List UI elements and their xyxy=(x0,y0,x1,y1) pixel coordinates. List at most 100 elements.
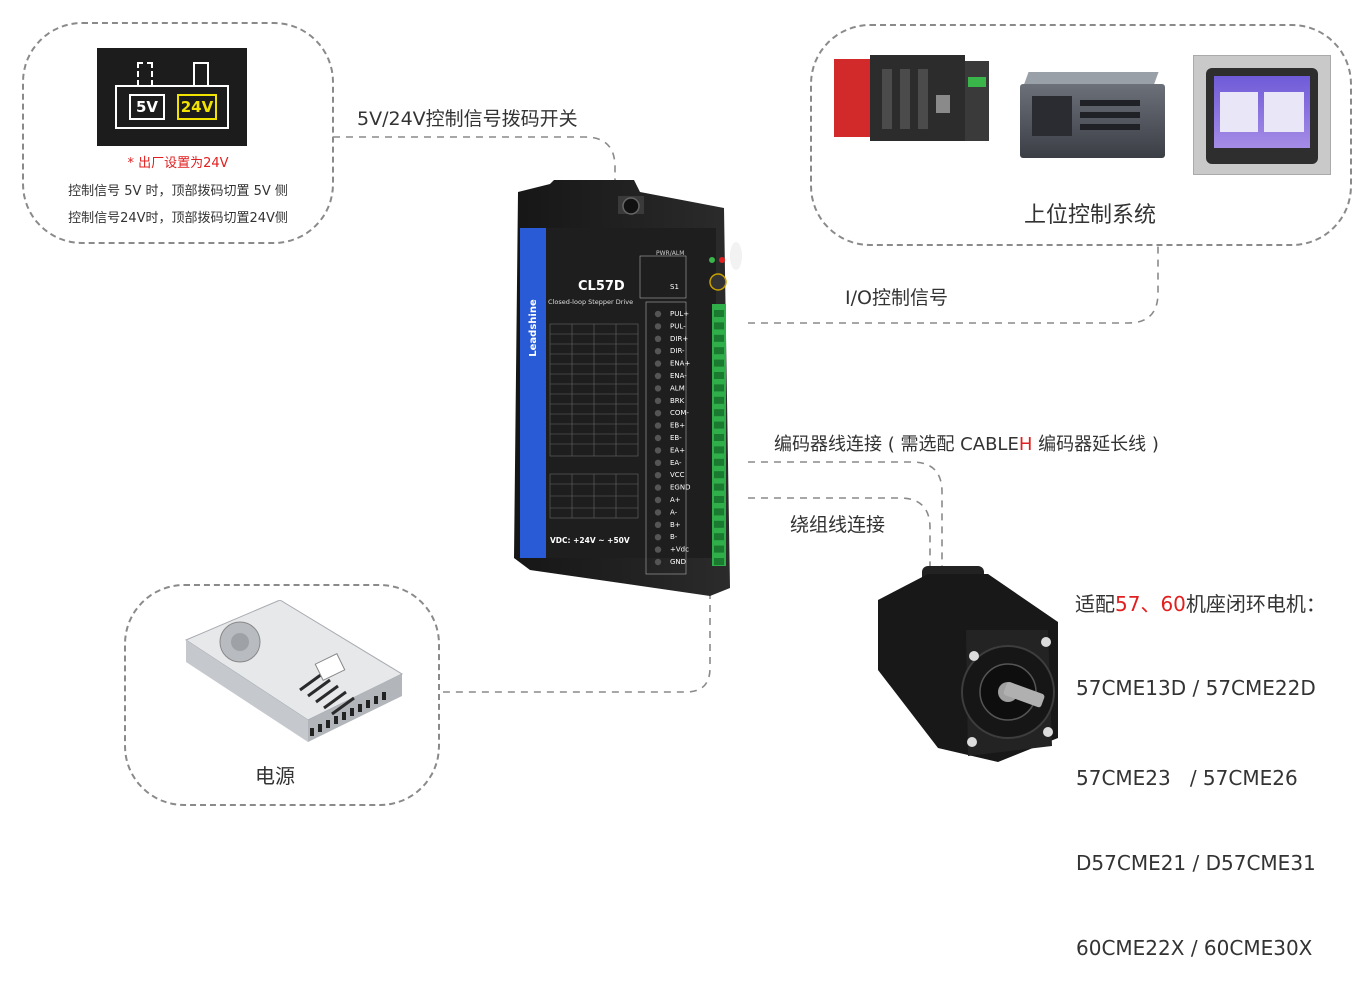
terminal-label: COM- xyxy=(670,409,689,417)
terminal-label: EB- xyxy=(670,434,682,442)
driver-pwr: PWR/ALM xyxy=(656,250,684,257)
note-24v: 控制信号24V时，顶部拨码切置24V侧 xyxy=(68,211,288,226)
terminal-label: EA+ xyxy=(670,446,685,454)
terminal-screw xyxy=(654,360,662,367)
terminal-label: ENA- xyxy=(670,372,687,380)
switch-setting-box xyxy=(22,22,334,244)
terminal-pin xyxy=(714,421,724,429)
power-connector xyxy=(443,592,711,693)
motor-title-60: 60 xyxy=(1160,592,1186,616)
terminal-pin xyxy=(714,533,724,541)
motor-title-prefix: 适配 xyxy=(1075,592,1115,616)
terminal-label: A+ xyxy=(670,496,681,504)
terminal-pin xyxy=(714,396,724,404)
driver-model: CL57D xyxy=(578,279,625,294)
motor-title-sep: 、 xyxy=(1140,592,1161,616)
terminal-screw xyxy=(654,434,662,442)
terminal-pin xyxy=(714,446,724,454)
terminal-pin xyxy=(714,347,724,355)
driver-vdc: VDC: +24V ~ +50V xyxy=(550,536,630,545)
terminal-screw xyxy=(654,484,662,491)
terminal-label: EA- xyxy=(670,459,682,467)
terminal-label: PUL- xyxy=(670,322,686,330)
encoder-connection-label: 编码器线连接 ( 需选配 CABLEH 编码器延长线 ) xyxy=(774,430,1159,456)
terminal-pin xyxy=(714,384,724,392)
motor-model-item: 60CME22X / 60CME30X xyxy=(1076,936,1313,960)
terminal-pin xyxy=(714,496,724,503)
terminal-screw xyxy=(654,323,662,330)
cl57d-driver: Leadshine CL57D Closed-loop Stepper Driv… xyxy=(514,180,742,596)
plc-image xyxy=(834,55,989,150)
encoder-label-suffix: 编码器延长线 ) xyxy=(1032,434,1159,455)
terminal-label: A- xyxy=(670,508,678,516)
driver-blue-stripe xyxy=(520,228,546,558)
hmi-panel-image xyxy=(1193,55,1331,175)
terminal-label: EB+ xyxy=(670,422,685,430)
terminal-label: GND xyxy=(670,558,686,566)
terminal-label: EGND xyxy=(670,484,690,492)
motor-model-item: 57CME23 / 57CME26 xyxy=(1076,766,1298,790)
connector-lines xyxy=(333,136,1159,693)
io-signal-label: I/O控制信号 xyxy=(845,287,948,309)
motor-model-list: 57CME13D / 57CME22D 57CME23 / 57CME26 D5… xyxy=(1076,622,1316,991)
upper-system-box xyxy=(810,24,1352,246)
terminal-screw xyxy=(654,459,662,466)
terminal-label: B- xyxy=(670,533,678,541)
terminal-screw xyxy=(654,385,662,392)
terminal-pin xyxy=(714,471,724,479)
io-connector xyxy=(748,245,1159,324)
terminal-pin xyxy=(714,520,724,528)
switch-5v-toggle-icon xyxy=(137,62,153,86)
motor-fit-title: 适配57、60机座闭环电机： xyxy=(1075,588,1326,617)
terminal-screw xyxy=(654,472,662,479)
terminal-pin xyxy=(714,334,724,342)
terminal-pin xyxy=(714,434,724,441)
power-supply-image xyxy=(184,600,404,742)
driver-brand: Leadshine xyxy=(528,299,539,357)
terminal-screw xyxy=(654,447,662,454)
terminal-screw xyxy=(654,310,662,318)
motor-title-suffix: 机座闭环电机： xyxy=(1185,592,1326,616)
terminal-screw xyxy=(654,558,662,566)
stepper-motor-image xyxy=(878,566,1058,762)
winding-connection-label: 绕组线连接 xyxy=(790,514,886,536)
terminal-screw xyxy=(654,546,662,553)
terminal-label: ENA+ xyxy=(670,360,690,368)
terminal-pin xyxy=(714,545,724,553)
driver-terminal-labels: PUL+PUL-DIR+DIR-ENA+ENA-ALMBRKCOM-EB+EB-… xyxy=(670,310,690,566)
terminal-screw xyxy=(654,410,662,417)
switch-photo: 5V 24V xyxy=(97,48,247,146)
terminal-screw xyxy=(654,534,662,541)
switch-24v-toggle-icon xyxy=(193,62,209,86)
encoder-connector xyxy=(748,461,943,583)
terminal-label: VCC xyxy=(670,471,685,479)
terminal-screw xyxy=(654,521,662,528)
power-supply-box xyxy=(124,584,440,806)
encoder-label-prefix: 编码器线连接 ( 需选配 CABLE xyxy=(774,434,1019,455)
terminal-label: +Vdc xyxy=(670,546,689,554)
terminal-pin xyxy=(714,483,724,491)
terminal-label: DIR- xyxy=(670,347,685,355)
terminal-label: PUL+ xyxy=(670,310,689,318)
terminal-screw xyxy=(654,372,662,380)
terminal-screw xyxy=(654,348,662,355)
driver-subtitle: Closed-loop Stepper Drive xyxy=(548,298,633,306)
terminal-screw xyxy=(654,509,662,516)
switch-frame xyxy=(115,85,229,129)
note-5v: 控制信号 5V 时，顶部拨码切置 5V 侧 xyxy=(68,184,288,199)
motor-model-item: D57CME21 / D57CME31 xyxy=(1076,851,1316,875)
dip-switch-connector xyxy=(333,136,616,195)
terminal-label: DIR+ xyxy=(670,335,688,343)
terminal-pin xyxy=(714,310,724,317)
terminal-pin xyxy=(714,409,724,417)
terminal-label: B+ xyxy=(670,521,681,529)
terminal-pin xyxy=(714,359,724,367)
terminal-screw xyxy=(654,335,662,342)
industrial-pc-image xyxy=(1020,72,1165,162)
motor-model-item: 57CME13D / 57CME22D xyxy=(1076,676,1316,700)
dip-switch-label: 5V/24V控制信号拨码开关 xyxy=(357,108,578,130)
terminal-screw xyxy=(654,397,662,404)
terminal-pin xyxy=(714,558,724,565)
terminal-pin xyxy=(714,372,724,379)
winding-connector xyxy=(748,497,931,583)
